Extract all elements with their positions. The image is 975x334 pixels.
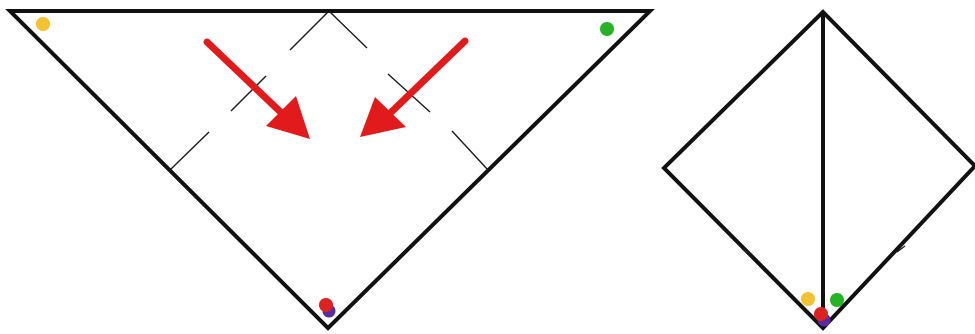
lower-right-tick (896, 245, 906, 253)
arrow-right (378, 37, 469, 125)
lower-left-tick (741, 248, 751, 255)
left-panel (5, 9, 655, 331)
dot-green-right (830, 293, 844, 307)
left-triangle-outline (5, 9, 655, 331)
right-panel (661, 9, 975, 331)
fold-guide-left-upper (230, 75, 267, 112)
arrow-left (203, 38, 294, 125)
dot-green-left (600, 22, 614, 36)
fold-guide-top-right (329, 11, 368, 49)
fold-guide-top-left (289, 11, 329, 51)
arrow-left-head (266, 96, 310, 139)
dot-yellow-right (801, 292, 815, 306)
dot-yellow-left (36, 17, 50, 31)
fold-guide-left-lower (170, 131, 210, 170)
dot-red-left (319, 298, 333, 312)
dot-red-right (814, 307, 828, 321)
arrow-right-head (360, 97, 406, 137)
fold-guide-right-lower (451, 130, 489, 171)
right-kite-outline (661, 9, 975, 331)
fold-arrows (203, 37, 469, 139)
